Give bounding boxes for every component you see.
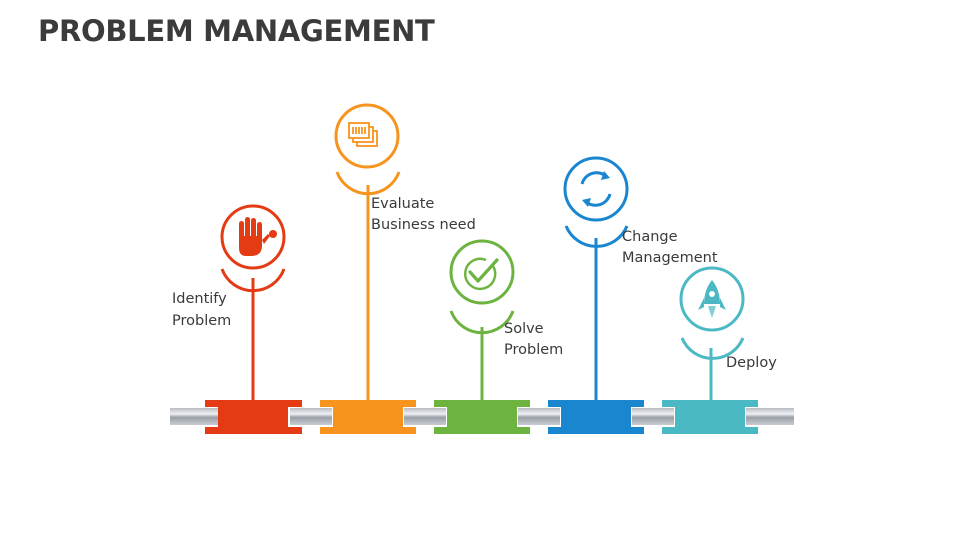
step-change-management: Change Management <box>548 156 718 434</box>
step-label: Problem <box>172 313 231 329</box>
step-label: Evaluate <box>371 196 434 212</box>
connector <box>746 408 794 425</box>
page-title: PROBLEM MANAGEMENT <box>38 14 435 48</box>
step-solve-problem: Solve Problem <box>434 239 563 434</box>
step-label: Business need <box>371 217 476 233</box>
documents-icon <box>348 122 378 147</box>
stop-hand-icon <box>239 217 277 256</box>
chain-link <box>548 400 644 434</box>
step-label: Identify <box>172 291 227 307</box>
step-evaluate-business-need: Evaluate Business need <box>320 103 476 434</box>
rocket-icon <box>698 280 726 318</box>
step-label: Deploy <box>726 355 777 371</box>
step-label: Solve <box>504 321 544 337</box>
connector <box>290 408 332 425</box>
circle-ring <box>563 156 629 222</box>
step-deploy: Deploy <box>662 266 777 434</box>
refresh-cycle-icon <box>580 171 612 207</box>
arc <box>564 225 629 248</box>
connector <box>518 408 560 425</box>
connector <box>632 408 674 425</box>
step-identify-problem: Identify Problem <box>172 204 302 434</box>
circle-ring <box>449 239 515 305</box>
check-circle-icon <box>464 257 499 291</box>
step-label: Change <box>622 229 678 245</box>
step-label: Management <box>622 250 718 266</box>
arc <box>220 268 286 293</box>
arc <box>335 171 401 196</box>
step-label: Problem <box>504 342 563 358</box>
chain-link <box>434 400 530 434</box>
chain-link <box>320 400 416 434</box>
arc <box>449 310 515 335</box>
arc <box>680 337 745 360</box>
chain-link <box>205 400 302 434</box>
connector <box>170 408 218 425</box>
chain-connectors <box>170 408 794 425</box>
connector <box>404 408 446 425</box>
chain-link <box>662 400 758 434</box>
